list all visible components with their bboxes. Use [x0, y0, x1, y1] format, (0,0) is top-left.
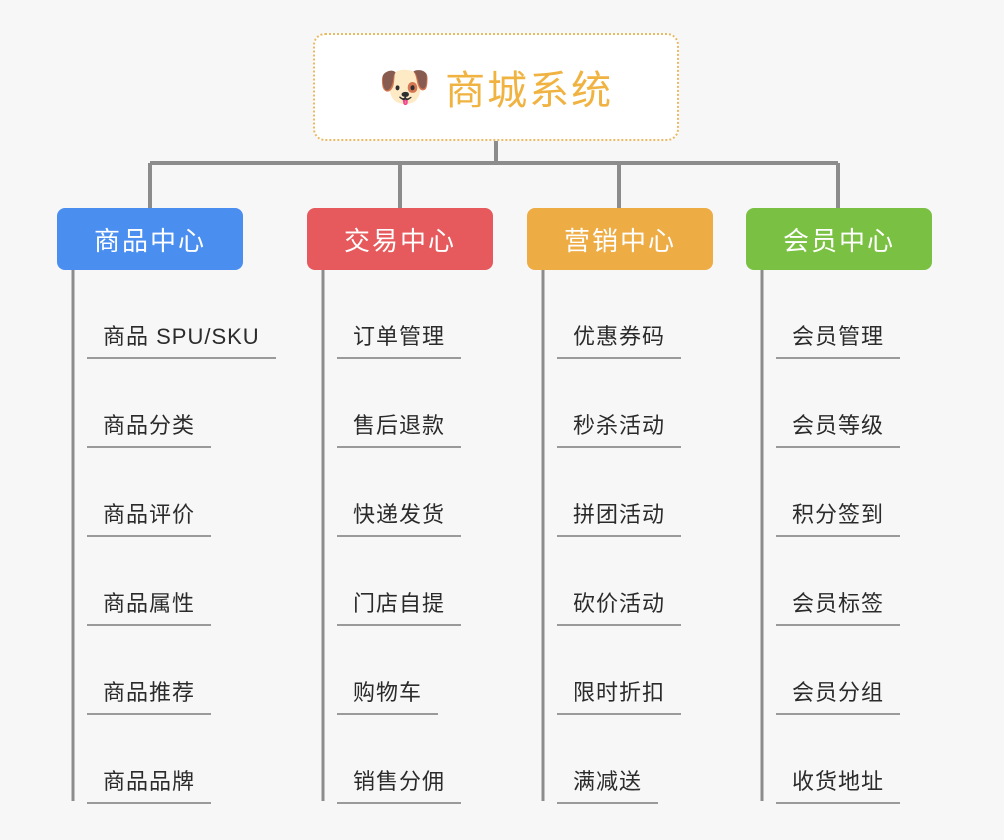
leaf-label: 拼团活动: [573, 502, 666, 527]
leaf-underline: 会员标签: [776, 586, 901, 626]
branch-trade-center: 交易中心订单管理售后退款快递发货门店自提购物车销售分佣: [307, 208, 493, 804]
leaf-label: 商品推荐: [103, 680, 196, 705]
leaf-label: 商品 SPU/SKU: [103, 324, 260, 349]
leaf-label: 积分签到: [792, 502, 885, 527]
leaf-label: 限时折扣: [573, 680, 666, 705]
leaf-label: 满减送: [573, 769, 643, 794]
branch-header-label: 交易中心: [343, 225, 456, 256]
leaf-item[interactable]: 售后退款: [307, 359, 493, 448]
leaf-item[interactable]: 秒杀活动: [527, 359, 713, 448]
leaf-item[interactable]: 积分签到: [746, 448, 932, 537]
leaf-label: 会员等级: [792, 413, 885, 438]
leaf-label: 商品品牌: [103, 769, 196, 794]
branch-marketing-center: 营销中心优惠券码秒杀活动拼团活动砍价活动限时折扣满减送: [527, 208, 713, 804]
leaf-label: 商品评价: [103, 502, 196, 527]
leaf-item[interactable]: 商品推荐: [57, 626, 243, 715]
branch-header-label: 营销中心: [563, 225, 676, 256]
branch-header-label: 商品中心: [93, 225, 206, 256]
dog-face-icon: 🐶: [378, 63, 432, 110]
branch-header-member-center[interactable]: 会员中心: [746, 208, 932, 270]
root-node-title: 商城系统: [445, 69, 614, 113]
leaf-label: 销售分佣: [353, 769, 446, 794]
leaf-underline: 砍价活动: [557, 586, 682, 626]
leaf-underline: 商品评价: [87, 497, 212, 537]
leaf-item[interactable]: 砍价活动: [527, 537, 713, 626]
leaf-underline: 会员等级: [776, 408, 901, 448]
leaf-underline: 会员分组: [776, 675, 901, 715]
leaf-label: 优惠券码: [573, 324, 666, 349]
leaf-list-product-center: 商品 SPU/SKU 商品分类商品评价商品属性商品推荐商品品牌: [57, 270, 276, 804]
leaf-label: 售后退款: [353, 413, 446, 438]
leaf-underline: 商品品牌: [87, 764, 212, 804]
leaf-item[interactable]: 商品品牌: [57, 715, 243, 804]
leaf-item[interactable]: 会员管理: [746, 270, 932, 359]
branch-header-marketing-center[interactable]: 营销中心: [527, 208, 713, 270]
leaf-label: 商品属性: [103, 591, 196, 616]
leaf-item[interactable]: 会员等级: [746, 359, 932, 448]
leaf-label: 门店自提: [353, 591, 446, 616]
leaf-label: 收货地址: [792, 769, 885, 794]
leaf-underline: 优惠券码: [557, 319, 682, 359]
leaf-underline: 销售分佣: [337, 764, 462, 804]
branch-header-product-center[interactable]: 商品中心: [57, 208, 243, 270]
leaf-underline: 订单管理: [337, 319, 462, 359]
leaf-label: 快递发货: [353, 502, 446, 527]
leaf-label: 秒杀活动: [573, 413, 666, 438]
leaf-item[interactable]: 销售分佣: [307, 715, 493, 804]
leaf-underline: 商品 SPU/SKU: [87, 319, 276, 359]
leaf-item[interactable]: 拼团活动: [527, 448, 713, 537]
leaf-list-trade-center: 订单管理售后退款快递发货门店自提购物车销售分佣: [307, 270, 493, 804]
leaf-label: 商品分类: [103, 413, 196, 438]
leaf-list-member-center: 会员管理会员等级积分签到会员标签会员分组收货地址: [746, 270, 932, 804]
leaf-item[interactable]: 购物车: [307, 626, 493, 715]
leaf-item[interactable]: 优惠券码: [527, 270, 713, 359]
leaf-item[interactable]: 门店自提: [307, 537, 493, 626]
leaf-item[interactable]: 收货地址: [746, 715, 932, 804]
leaf-item[interactable]: 满减送: [527, 715, 713, 804]
branch-header-trade-center[interactable]: 交易中心: [307, 208, 493, 270]
leaf-item[interactable]: 订单管理: [307, 270, 493, 359]
leaf-label: 砍价活动: [573, 591, 666, 616]
leaf-underline: 商品分类: [87, 408, 212, 448]
leaf-item[interactable]: 会员标签: [746, 537, 932, 626]
leaf-list-marketing-center: 优惠券码秒杀活动拼团活动砍价活动限时折扣满减送: [527, 270, 713, 804]
leaf-underline: 拼团活动: [557, 497, 682, 537]
leaf-label: 会员标签: [792, 591, 885, 616]
leaf-underline: 商品属性: [87, 586, 212, 626]
leaf-item[interactable]: 快递发货: [307, 448, 493, 537]
branch-product-center: 商品中心商品 SPU/SKU 商品分类商品评价商品属性商品推荐商品品牌: [57, 208, 276, 804]
leaf-item[interactable]: 商品属性: [57, 537, 243, 626]
leaf-underline: 收货地址: [776, 764, 901, 804]
leaf-item[interactable]: 商品分类: [57, 359, 243, 448]
leaf-underline: 限时折扣: [557, 675, 682, 715]
leaf-item[interactable]: 商品评价: [57, 448, 243, 537]
leaf-label: 会员管理: [792, 324, 885, 349]
leaf-item[interactable]: 会员分组: [746, 626, 932, 715]
leaf-underline: 售后退款: [337, 408, 462, 448]
leaf-underline: 商品推荐: [87, 675, 212, 715]
leaf-label: 订单管理: [353, 324, 446, 349]
leaf-underline: 快递发货: [337, 497, 462, 537]
leaf-item[interactable]: 限时折扣: [527, 626, 713, 715]
leaf-underline: 秒杀活动: [557, 408, 682, 448]
leaf-underline: 购物车: [337, 675, 439, 715]
leaf-item[interactable]: 商品 SPU/SKU: [57, 270, 276, 359]
branch-member-center: 会员中心会员管理会员等级积分签到会员标签会员分组收货地址: [746, 208, 932, 804]
leaf-underline: 满减送: [557, 764, 659, 804]
leaf-underline: 门店自提: [337, 586, 462, 626]
root-node-shopping-mall-system[interactable]: 🐶 商城系统: [313, 33, 679, 141]
leaf-underline: 积分签到: [776, 497, 901, 537]
leaf-label: 会员分组: [792, 680, 885, 705]
leaf-label: 购物车: [353, 680, 423, 705]
leaf-underline: 会员管理: [776, 319, 901, 359]
branch-header-label: 会员中心: [782, 225, 895, 256]
